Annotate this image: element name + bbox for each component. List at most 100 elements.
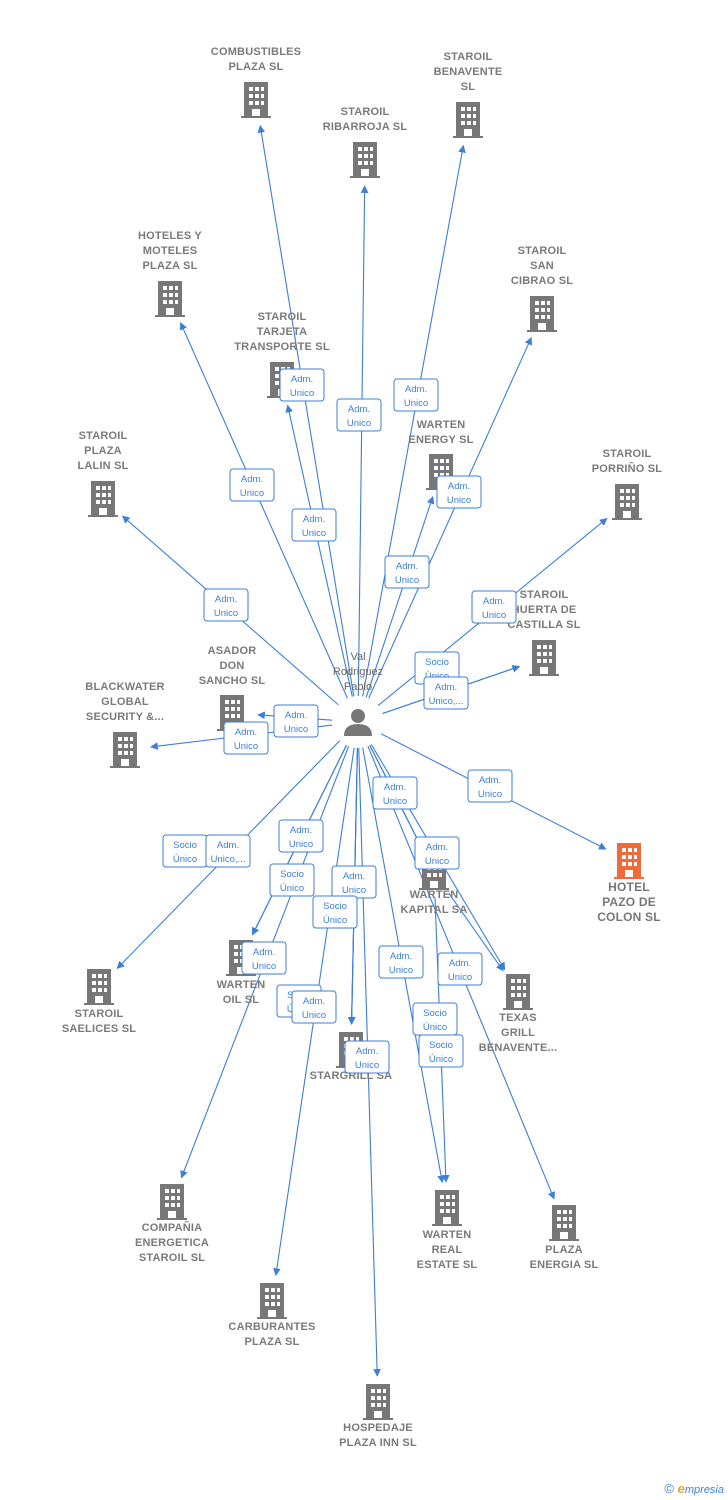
company-name: WARTEN: [423, 1229, 472, 1241]
building-icon: [155, 281, 185, 317]
company-name: CASTILLA SL: [507, 619, 580, 631]
building-icon: [110, 732, 140, 768]
company-name: STAROIL: [79, 430, 128, 442]
relation-label[interactable]: Adm.Unico: [384, 555, 430, 589]
relation-label[interactable]: Adm.Unico: [229, 468, 275, 502]
building-icon: [527, 296, 557, 332]
relation-label[interactable]: Adm.Unico,...: [205, 834, 251, 868]
copyright-icon: ©: [664, 1481, 675, 1496]
building-icon: [549, 1205, 579, 1241]
relation-label[interactable]: Adm.Unico: [241, 941, 287, 975]
relation-label[interactable]: Adm.Unico: [436, 475, 482, 509]
company-name: WARTEN: [417, 419, 466, 431]
company-name: PORRIÑO SL: [592, 462, 663, 475]
company-node-warten-energy[interactable]: WARTEN ENERGY SL: [408, 419, 473, 490]
relation-label[interactable]: Adm.Unico,...: [423, 676, 469, 710]
relation-label-text: Unico: [234, 741, 258, 752]
edge-val-to-staroil_tarjeta: [285, 404, 353, 697]
company-name: RIBARROJA SL: [323, 121, 408, 133]
relation-label-box: [279, 368, 325, 402]
company-name: ENERGY SL: [408, 434, 473, 446]
relation-label-text: Unico,...: [211, 854, 246, 865]
company-node-texas[interactable]: TEXASGRILLBENAVENTE...: [479, 974, 558, 1054]
company-name: PLAZA: [545, 1244, 583, 1256]
company-name: STAROIL: [75, 1008, 124, 1020]
relation-label-text: Adm.: [479, 775, 501, 786]
relation-label-box: [312, 895, 358, 929]
relation-label[interactable]: Adm.Unico: [336, 398, 382, 432]
company-name: PLAZA SL: [143, 260, 198, 272]
relation-label-text: Adm.: [303, 514, 325, 525]
relation-label[interactable]: Adm.Unico: [203, 588, 249, 622]
relation-label[interactable]: Adm.Unico: [223, 721, 269, 755]
edge-warten_kapital-to-texas: [448, 892, 504, 972]
relation-label[interactable]: Adm.Unico: [437, 952, 483, 986]
company-name: BENAVENTE: [434, 66, 503, 78]
empresia-logo[interactable]: empresia: [677, 1481, 724, 1496]
relation-label[interactable]: Adm.Unico: [273, 704, 319, 738]
relation-label[interactable]: Adm.Unico: [278, 819, 324, 853]
relation-label-text: Unico: [302, 528, 326, 539]
company-name: COMPAÑIA: [142, 1221, 203, 1234]
relation-label-text: Único: [323, 915, 347, 926]
relation-label-text: Adm.: [449, 958, 471, 969]
edge-val-to-warten_energy: [365, 495, 435, 698]
relation-label-box: [273, 704, 319, 738]
relation-label[interactable]: Adm.Unico: [279, 368, 325, 402]
relation-label-text: Adm.: [285, 710, 307, 721]
relation-label[interactable]: Adm.Unico: [291, 990, 337, 1024]
relation-label[interactable]: Adm. Unico: [291, 508, 337, 542]
relation-label-text: Adm.: [303, 996, 325, 1007]
building-icon: [363, 1384, 393, 1420]
relation-label[interactable]: Adm.Unico: [378, 945, 424, 979]
relation-labels-layer: Adm.UnicoAdm.UnicoAdm.UnicoAdm.UnicoAdm.…: [162, 368, 517, 1074]
relation-label[interactable]: Adm.Unico: [331, 865, 377, 899]
relation-label[interactable]: Adm.Unico: [414, 836, 460, 870]
relation-label[interactable]: Adm.Unico: [344, 1040, 390, 1074]
company-name: TEXAS: [499, 1012, 537, 1024]
relation-label[interactable]: Adm.Unico: [467, 769, 513, 803]
company-name: HUERTA DE: [512, 604, 577, 616]
relation-label-text: Único: [173, 854, 197, 865]
relation-label[interactable]: Adm.Unico: [393, 378, 439, 412]
relation-label-box: [437, 952, 483, 986]
relation-label[interactable]: Adm.Unico: [372, 776, 418, 810]
edge-val-to-staroil_sancibrao: [368, 336, 532, 699]
relation-label-text: Adm.: [426, 842, 448, 853]
relation-label-text: Adm.: [435, 682, 457, 693]
building-icon: [614, 843, 644, 879]
building-icon: [157, 1184, 187, 1220]
relation-label-box: [205, 834, 251, 868]
relation-label[interactable]: Adm.Unico: [471, 590, 517, 624]
edge-val-to-hoteles: [179, 322, 348, 699]
edge-val-to-staroil_benavente: [362, 144, 466, 697]
